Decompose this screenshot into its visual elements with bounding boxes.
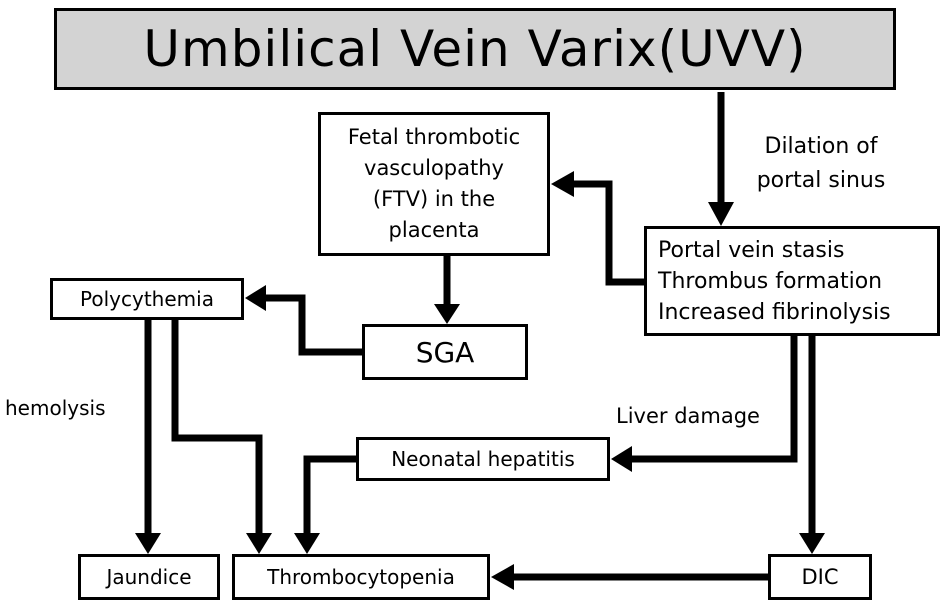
node-polycythemia: Polycythemia [50,278,244,320]
node-polycythemia-label: Polycythemia [80,287,214,311]
arrowhead-polycythemia-to-jaundice [135,533,161,554]
node-jaundice-label: Jaundice [106,565,192,589]
arrowhead-dic-to-thrombocytopenia [491,564,514,590]
node-ftv-line-2: vasculopathy [364,156,504,180]
node-neonatal-hepatitis-label: Neonatal hepatitis [391,447,575,471]
arrow-hepatitis-to-thrombocytopenia [303,455,356,535]
arrowhead-uvv-to-portal [708,202,734,226]
arrowhead-portal-to-ftv [551,171,574,197]
arrowhead-sga-to-polycythemia [245,285,266,311]
node-neonatal-hepatitis: Neonatal hepatitis [356,437,610,481]
arrow-polycythemia-to-thrombocytopenia [171,320,263,535]
node-thrombocytopenia: Thrombocytopenia [232,554,490,600]
edge-label-dilation-line-1: Dilation of [764,134,878,159]
arrow-portal-to-ftv [572,180,644,286]
arrow-sga-to-polycythemia [264,294,362,356]
node-dic-label: DIC [801,565,839,589]
arrowhead-portal-to-hepatitis [611,446,632,472]
node-portal-line-1: Portal vein stasis [658,237,845,263]
arrowhead-ftv-to-sga [434,304,460,324]
arrowhead-portal-to-dic [799,533,825,554]
edge-label-liver-damage: Liver damage [616,404,760,428]
node-sga-label: SGA [415,335,475,369]
edge-label-hemolysis: hemolysis [5,396,106,420]
node-portal-line-2: Thrombus formation [658,268,883,294]
node-jaundice: Jaundice [78,554,220,600]
node-portal: Portal vein stasis Thrombus formation In… [644,226,940,336]
node-ftv-line-3: (FTV) in the [372,187,496,211]
title-box: Umbilical Vein Varix(UVV) [54,8,896,90]
arrowhead-hepatitis-to-thrombocytopenia [294,533,320,554]
node-sga: SGA [362,324,528,380]
node-ftv-line-1: Fetal thrombotic [347,125,521,149]
edge-label-dilation-line-2: portal sinus [756,168,886,193]
arrowhead-polycythemia-to-thrombocytopenia [246,533,272,554]
node-ftv: Fetal thrombotic vasculopathy (FTV) in t… [318,112,550,256]
edge-label-dilation: Dilation of portal sinus [746,130,896,198]
node-portal-line-3: Increased fibrinolysis [658,299,891,325]
node-dic: DIC [768,554,872,600]
node-thrombocytopenia-label: Thrombocytopenia [267,565,455,589]
diagram-title: Umbilical Vein Varix(UVV) [143,20,807,78]
node-ftv-line-4: placenta [388,218,480,242]
arrow-portal-to-hepatitis [630,336,798,463]
